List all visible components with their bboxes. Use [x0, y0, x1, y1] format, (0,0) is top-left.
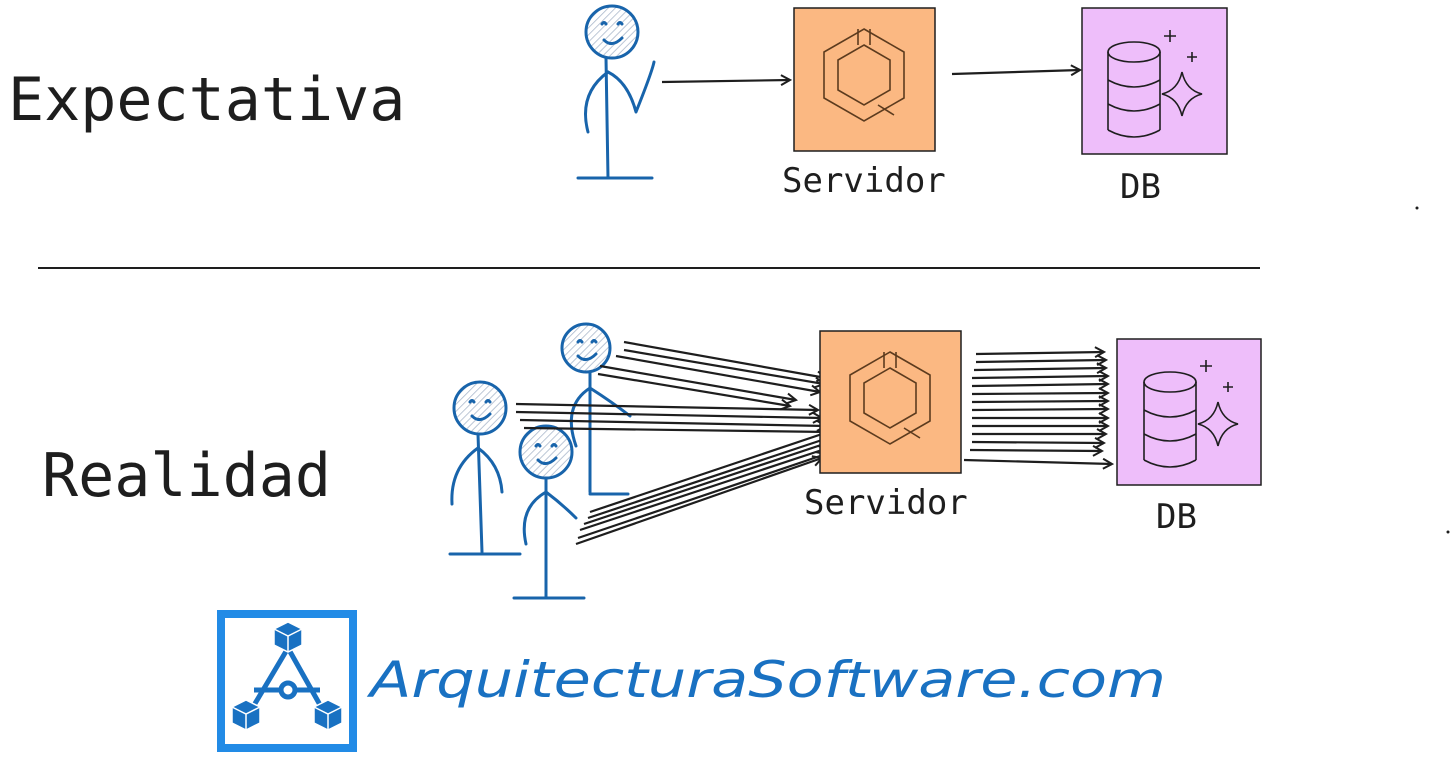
expectation-title: Expectativa — [8, 65, 405, 135]
server-box-top — [793, 7, 936, 152]
brand-name: ArquitecturaSoftware.com — [366, 651, 1166, 709]
db-label-bottom: DB — [1156, 497, 1197, 537]
user-person-icon — [448, 380, 522, 556]
user-person-icon — [576, 4, 656, 180]
server-label-top: Servidor — [782, 161, 946, 201]
cube-hexagon-icon — [849, 351, 931, 445]
db-label-top: DB — [1120, 167, 1161, 207]
database-sparkle-icon — [1107, 30, 1203, 138]
request-arrow — [661, 80, 790, 82]
query-arrows — [963, 352, 1112, 464]
request-arrows — [515, 340, 834, 546]
database-sparkle-icon — [1143, 360, 1239, 468]
user-person-icon — [512, 424, 586, 600]
network-triangle-logo — [217, 610, 357, 752]
query-arrow — [951, 70, 1080, 74]
stray-dot — [1446, 530, 1450, 534]
cube-hexagon-icon — [823, 28, 905, 122]
server-label-bottom: Servidor — [804, 483, 968, 523]
db-box-top — [1081, 7, 1228, 155]
server-box-bottom — [819, 330, 962, 474]
user-person-icon — [560, 322, 632, 496]
reality-title: Realidad — [42, 441, 331, 511]
stray-dot — [1415, 206, 1419, 210]
db-box-bottom — [1116, 338, 1262, 486]
